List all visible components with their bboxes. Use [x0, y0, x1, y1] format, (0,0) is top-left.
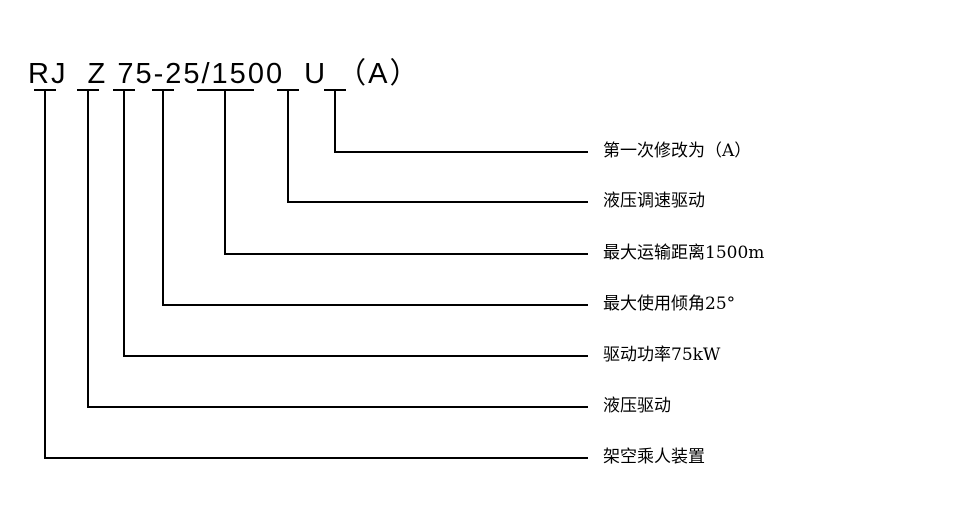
- callout-label-drive-power: 驱动功率75kW: [603, 345, 721, 365]
- leader-line-group: [34, 89, 588, 459]
- callout-label-max-working-incline: 最大使用倾角25°: [603, 294, 736, 314]
- callout-label-hydraulic-drive: 液压驱动: [603, 396, 671, 416]
- leader-line-drive-power: [123, 90, 588, 357]
- leader-line-hydraulic-drive: [87, 90, 588, 408]
- callout-label-first-revision: 第一次修改为（A）: [603, 141, 752, 161]
- leader-line-hydraulic-speed-regulating-drive: [287, 90, 588, 203]
- leader-line-max-working-incline: [162, 90, 588, 306]
- leader-line-max-transport-distance: [224, 90, 588, 255]
- callout-label-max-transport-distance: 最大运输距离1500m: [603, 243, 765, 263]
- leader-line-first-revision: [334, 90, 588, 153]
- callout-label-overhead-passenger-device: 架空乘人装置: [603, 447, 705, 467]
- callout-label-hydraulic-speed-regulating-drive: 液压调速驱动: [603, 191, 705, 211]
- model-code-title: RJ Z 75-25/1500 U （A）: [28, 58, 421, 90]
- leader-line-overhead-passenger-device: [44, 90, 588, 459]
